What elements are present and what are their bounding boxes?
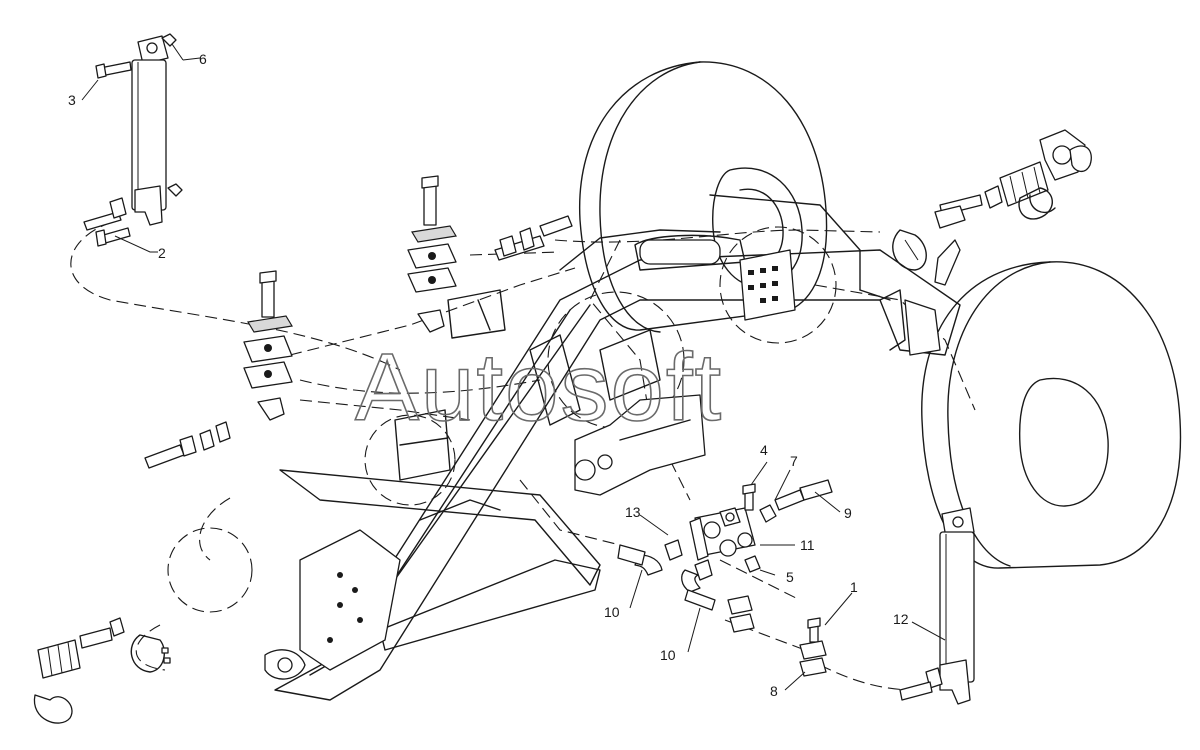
valve-block	[617, 479, 833, 611]
hydraulic-cylinder-upper	[83, 33, 183, 247]
clamp-stack-lower	[243, 270, 293, 421]
callout-6: 6	[199, 51, 207, 67]
callout-5: 5	[786, 569, 794, 585]
callout-7: 7	[790, 453, 798, 469]
hydraulic-lines	[70, 221, 976, 691]
quick-coupler-left	[33, 617, 171, 724]
callout-11: 11	[800, 537, 815, 553]
frame-side-plates	[264, 529, 401, 680]
callout-3: 3	[68, 92, 76, 108]
hose-fitting-upper	[494, 215, 573, 261]
callout-1: 1	[850, 579, 858, 595]
quick-coupler-right	[892, 129, 1092, 286]
watermark-text: Autosoft	[355, 334, 723, 441]
leader-lines	[81, 43, 946, 691]
callout-4: 4	[760, 442, 768, 458]
callout-9: 9	[844, 505, 852, 521]
hose-fitting-lower	[144, 421, 231, 469]
main-frame	[274, 194, 961, 701]
callout-8: 8	[770, 683, 778, 699]
callout-12: 12	[893, 611, 909, 627]
callout-10-left: 10	[604, 604, 620, 620]
callout-13: 13	[625, 504, 641, 520]
callout-10-right: 10	[660, 647, 676, 663]
detail-circles	[167, 226, 837, 613]
clamp-stack-upper	[407, 175, 457, 333]
callout-labels: 1 2 3 4 5 6 7 8 9 10 10 11 12 13	[68, 51, 909, 699]
hydraulic-cylinder-lower	[899, 507, 975, 705]
small-clamps	[727, 595, 827, 677]
callout-2: 2	[158, 245, 166, 261]
center-bracket	[447, 289, 706, 496]
perforated-plate	[739, 249, 796, 321]
